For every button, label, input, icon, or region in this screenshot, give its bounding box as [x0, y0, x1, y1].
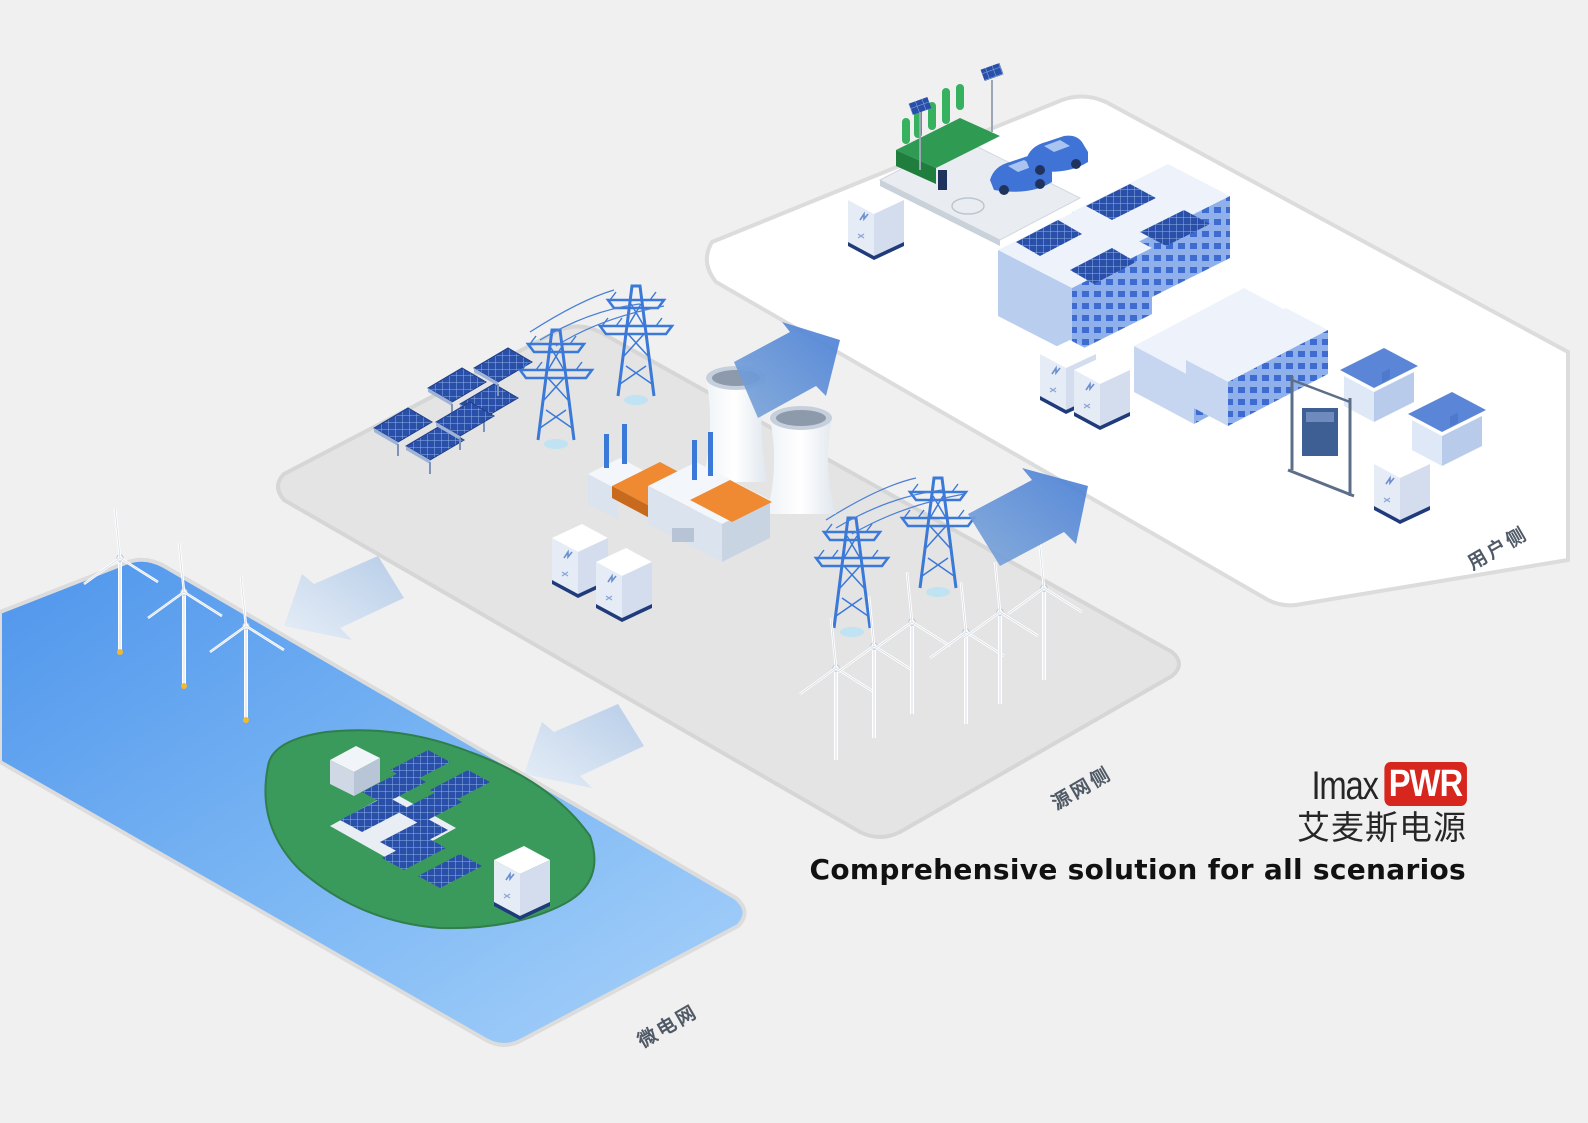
building-icon [998, 210, 1152, 354]
energy-storage-cabinet-icon [1373, 449, 1431, 525]
flow-arrow-icon [968, 468, 1088, 566]
energy-storage-cabinet-icon [595, 547, 653, 623]
tagline: Comprehensive solution for all scenarios [809, 853, 1466, 886]
ev-parking-area [878, 62, 1082, 246]
brand-logo: Imax PWR 艾麦斯电源 [1297, 760, 1467, 848]
power-plant-icon [588, 424, 772, 562]
solar-panel-icon [330, 750, 490, 888]
cooling-tower-icon [702, 366, 768, 482]
flow-arrow-icon [734, 322, 840, 418]
container-icon [330, 746, 380, 796]
logo-latin: Imax [1311, 764, 1378, 808]
energy-storage-cabinet-icon [847, 185, 905, 261]
cooling-tower-icon [766, 406, 836, 514]
source-grid-platform [276, 324, 1181, 839]
logo-chinese-name: 艾麦斯电源 [1297, 808, 1467, 847]
ev-charger-icon [938, 170, 947, 190]
building-icon [1186, 308, 1328, 426]
energy-storage-cabinet-icon [493, 845, 551, 921]
logo: Imax PWR [1297, 760, 1467, 806]
energy-storage-cabinet-icon [1073, 355, 1131, 431]
logo-badge: PWR [1384, 762, 1467, 806]
transformer-icon [1287, 376, 1355, 498]
flow-arrow-icon [524, 704, 644, 788]
flow-arrow-icon [284, 556, 404, 640]
